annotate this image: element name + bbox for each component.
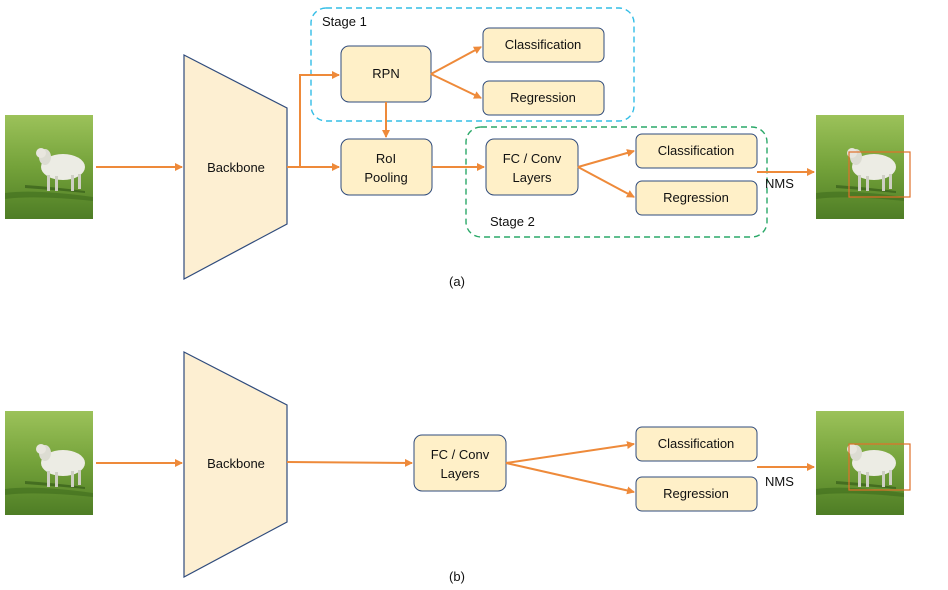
arrows-a bbox=[96, 46, 815, 198]
arrow-backbone-to-head-b bbox=[286, 458, 413, 467]
arrow-rpn-to-regression bbox=[430, 73, 482, 99]
classification-label-a: Classification bbox=[658, 143, 735, 158]
rpn-label: RPN bbox=[372, 66, 399, 81]
classification-label-b: Classification bbox=[658, 436, 735, 451]
nms-label-b: NMS bbox=[765, 474, 794, 489]
backbone-label-a: Backbone bbox=[207, 160, 265, 175]
stage1-regression-box bbox=[482, 80, 605, 116]
regression-label-a: Regression bbox=[663, 190, 729, 205]
diagram-b: Backbone FC / Conv Layers Classification… bbox=[5, 351, 911, 584]
backbone-block-a bbox=[183, 54, 288, 281]
roi-pooling-label-line2: Pooling bbox=[364, 170, 407, 185]
arrow-rpn-to-classification bbox=[430, 46, 482, 75]
stage1-label: Stage 1 bbox=[322, 14, 367, 29]
classification-box-a bbox=[635, 133, 758, 169]
head-label-a-line1: FC / Conv bbox=[503, 151, 562, 166]
diagram-a: Backbone Stage 1 Stage 2 RPN Classificat… bbox=[5, 7, 911, 289]
roi-pooling-label-line1: RoI bbox=[376, 151, 396, 166]
head-box-a bbox=[485, 138, 579, 196]
arrow-head-to-classification-a bbox=[577, 149, 635, 168]
head-label-b-line1: FC / Conv bbox=[431, 447, 490, 462]
arrow-head-to-regression-b bbox=[505, 462, 635, 495]
backbone-block-b bbox=[183, 351, 288, 579]
arrow-backbone-to-rpn bbox=[287, 71, 340, 168]
input-image-b bbox=[5, 411, 93, 515]
caption-b: (b) bbox=[449, 569, 465, 584]
stage1-classification-label: Classification bbox=[505, 37, 582, 52]
bounding-box-icon bbox=[848, 151, 911, 198]
caption-a: (a) bbox=[449, 274, 465, 289]
output-image-b bbox=[816, 411, 911, 515]
sheep-photo-icon bbox=[816, 411, 904, 515]
roi-pooling-box bbox=[340, 138, 433, 196]
head-box-b bbox=[413, 434, 507, 492]
backbone-label-b: Backbone bbox=[207, 456, 265, 471]
bounding-box-icon bbox=[848, 443, 911, 491]
input-image-a bbox=[5, 115, 93, 219]
sheep-photo-icon bbox=[816, 115, 904, 219]
stage2-region bbox=[465, 126, 768, 238]
stage1-classification-box bbox=[482, 27, 605, 63]
sheep-photo-icon bbox=[5, 411, 93, 515]
sheep-photo-icon bbox=[5, 115, 93, 219]
classification-box-b bbox=[635, 426, 758, 462]
stage1-regression-label: Regression bbox=[510, 90, 576, 105]
regression-label-b: Regression bbox=[663, 486, 729, 501]
arrow-head-to-classification-b bbox=[505, 441, 635, 464]
nms-label-a: NMS bbox=[765, 176, 794, 191]
head-label-a-line2: Layers bbox=[512, 170, 552, 185]
stage2-label: Stage 2 bbox=[490, 214, 535, 229]
output-image-a bbox=[816, 115, 911, 219]
stage1-region bbox=[310, 7, 635, 122]
head-label-b-line2: Layers bbox=[440, 466, 480, 481]
arrows-b bbox=[96, 441, 815, 495]
regression-box-b bbox=[635, 476, 758, 512]
regression-box-a bbox=[635, 180, 758, 216]
arrow-head-to-regression-a bbox=[577, 166, 635, 198]
